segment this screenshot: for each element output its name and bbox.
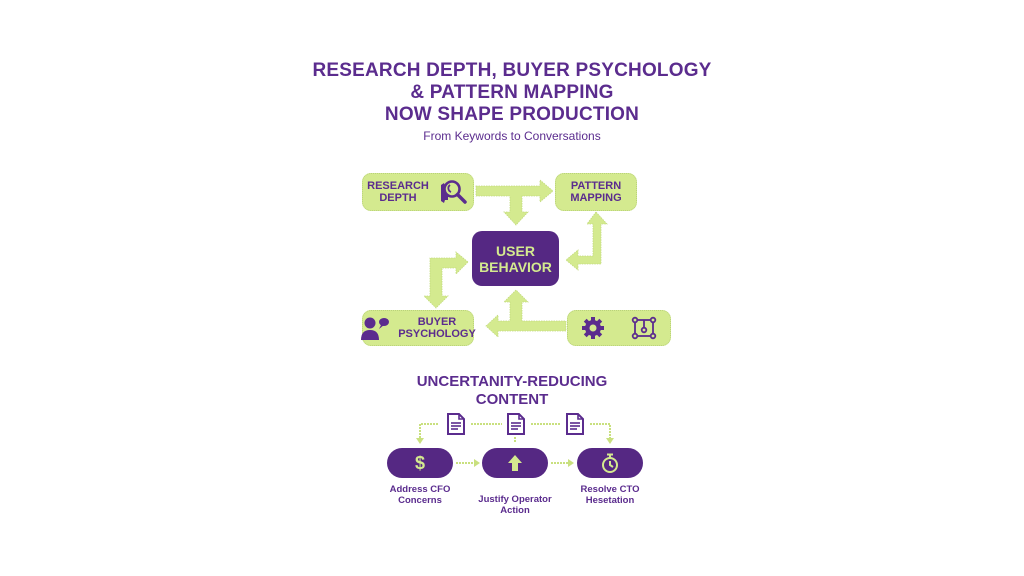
document-icon [447,413,465,435]
user-behavior-label-1: USER [496,242,535,259]
node-tools[interactable] [567,310,671,346]
node-user-behavior[interactable]: USER BEHAVIOR [472,231,559,286]
up-arrow-icon [508,455,522,471]
node-pattern-mapping[interactable]: PATTERN MAPPING [555,173,637,211]
document-icon [507,413,525,435]
connector-doc3-to-step3 [590,423,611,438]
person-speech-icon [361,317,390,340]
step-resolve-cto[interactable] [577,448,643,478]
research-depth-label-2: DEPTH [379,192,417,204]
content-section-title: UNCERTANITY-REDUCING CONTENT [0,373,1024,409]
buyer-psychology-label-2: PSYCHOLOGY [398,328,476,340]
buyer-psychology-label-1: BUYER [417,316,457,328]
arrow-user-to-pattern [565,211,608,271]
step-label-cfo: Address CFO Concerns [370,484,470,506]
frame-nodes-icon [631,316,657,340]
title-line-3: NOW SHAPE PRODUCTION [384,104,640,125]
step-label-operator-2: Action [500,505,530,516]
node-buyer-psychology[interactable]: BUYER PSYCHOLOGY [361,310,476,346]
arrow-research-to-pattern [475,179,554,226]
arrowhead-step1 [416,438,424,444]
arrow-user-to-buyer [423,251,469,309]
gear-icon [582,317,604,339]
user-behavior-label-2: BEHAVIOR [479,258,552,275]
step-label-cfo-1: Address CFO [389,484,451,495]
research-depth-label-1: RESEARCH [367,180,429,192]
stopwatch-icon [602,453,618,473]
connector-doc1-to-step1 [419,423,438,438]
pattern-mapping-label-1: PATTERN [570,180,622,192]
step-address-cfo[interactable]: $ [387,448,453,478]
arrowhead-step3-right [568,459,574,467]
title-line-2: & PATTERN MAPPING [410,82,614,103]
content-title-line-2: CONTENT [475,391,549,408]
arrowhead-step3 [606,438,614,444]
step-label-cfo-2: Concerns [398,495,442,506]
step-label-cto-1: Resolve CTO [580,484,640,495]
node-research-depth[interactable]: RESEARCH DEPTH [362,173,474,211]
subtitle: From Keywords to Conversations [423,129,601,143]
title-line-1: RESEARCH DEPTH, BUYER PSYCHOLOGY [312,60,712,81]
gear-magnifier-icon [440,180,467,204]
arrow-tools-to-user-and-buyer [485,289,567,338]
dollar-icon: $ [414,452,425,473]
content-title-line-1: UNCERTANITY-REDUCING [416,373,608,390]
step-label-cto: Resolve CTO Hesetation [560,484,660,506]
step-label-operator-1: Justify Operator [478,494,552,505]
arrowhead-step2-right [474,459,480,467]
step-label-operator: Justify Operator Action [460,494,570,516]
step-justify-operator[interactable] [482,448,548,478]
step-label-cto-2: Hesetation [585,495,635,506]
document-icon [566,413,584,435]
pattern-mapping-label-2: MAPPING [570,192,622,204]
